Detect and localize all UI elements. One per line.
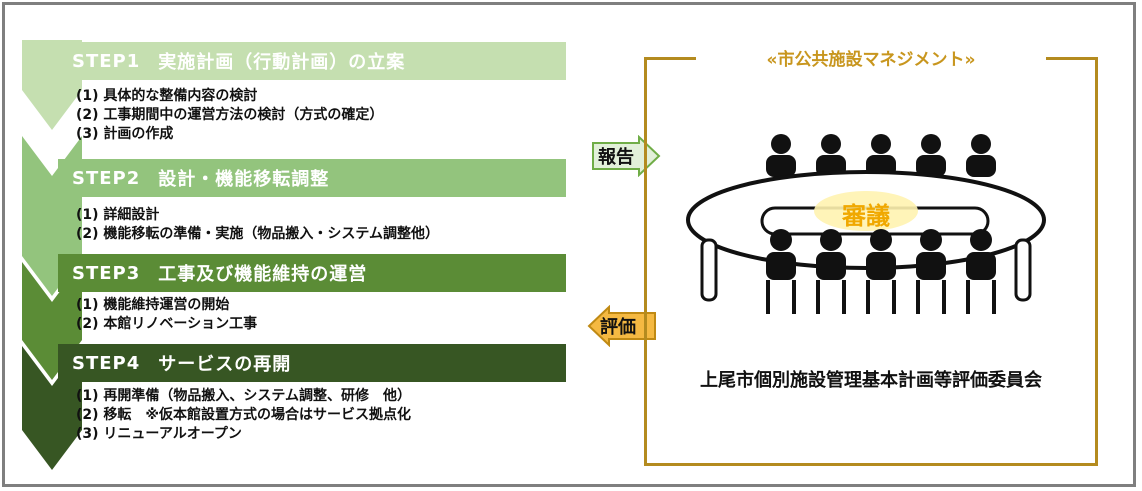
panel-title: «市公共施設マネジメント»: [696, 42, 1046, 72]
meeting-table-icon: [686, 134, 1046, 314]
step2-header: STEP2 設計・機能移転調整: [58, 159, 566, 197]
step-number: STEP1: [72, 50, 141, 72]
list-item: (1) 詳細設計: [76, 207, 160, 223]
list-item: (3) 計画の作成: [76, 126, 174, 142]
list-item: (2) 機能移転の準備・実施（物品搬入・システム調整他）: [76, 226, 439, 242]
deliberation-label: 審議: [842, 202, 890, 230]
list-item: (1) 機能維持運営の開始: [76, 297, 230, 313]
evaluate-arrow: [587, 305, 656, 347]
report-arrow: [592, 135, 661, 177]
step1-header: STEP1 実施計画（行動計画）の立案: [58, 42, 566, 80]
step1-items: (1) 具体的な整備内容の検討 (2) 工事期間中の運営方法の検討（方式の確定）…: [76, 87, 383, 144]
list-item: (1) 再開準備（物品搬入、システム調整、研修 他）: [76, 388, 411, 404]
list-item: (1) 具体的な整備内容の検討: [76, 88, 258, 104]
report-label: 報告: [598, 147, 634, 168]
evaluate-label: 評価: [600, 317, 636, 338]
step-number: STEP2: [72, 167, 141, 189]
step-title: サービスの再開: [158, 354, 292, 375]
step-title: 実施計画（行動計画）の立案: [158, 52, 406, 73]
step-number: STEP4: [72, 352, 141, 374]
step4-items: (1) 再開準備（物品搬入、システム調整、研修 他） (2) 移転 ※仮本館設置…: [76, 387, 411, 444]
step4-header: STEP4 サービスの再開: [58, 344, 566, 382]
list-item: (2) 移転 ※仮本館設置方式の場合はサービス拠点化: [76, 407, 412, 423]
list-item: (2) 本館リノベーション工事: [76, 316, 258, 332]
step3-header: STEP3 工事及び機能維持の運営: [58, 254, 566, 292]
step-number: STEP3: [72, 262, 141, 284]
list-item: (3) リニューアルオープン: [76, 426, 242, 442]
step-title: 設計・機能移転調整: [158, 169, 330, 190]
step2-items: (1) 詳細設計 (2) 機能移転の準備・実施（物品搬入・システム調整他）: [76, 206, 439, 244]
step3-items: (1) 機能維持運営の開始 (2) 本館リノベーション工事: [76, 296, 257, 334]
list-item: (2) 工事期間中の運営方法の検討（方式の確定）: [76, 107, 384, 123]
committee-name: 上尾市個別施設管理基本計画等評価委員会: [700, 370, 1042, 391]
step-title: 工事及び機能維持の運営: [158, 264, 368, 285]
